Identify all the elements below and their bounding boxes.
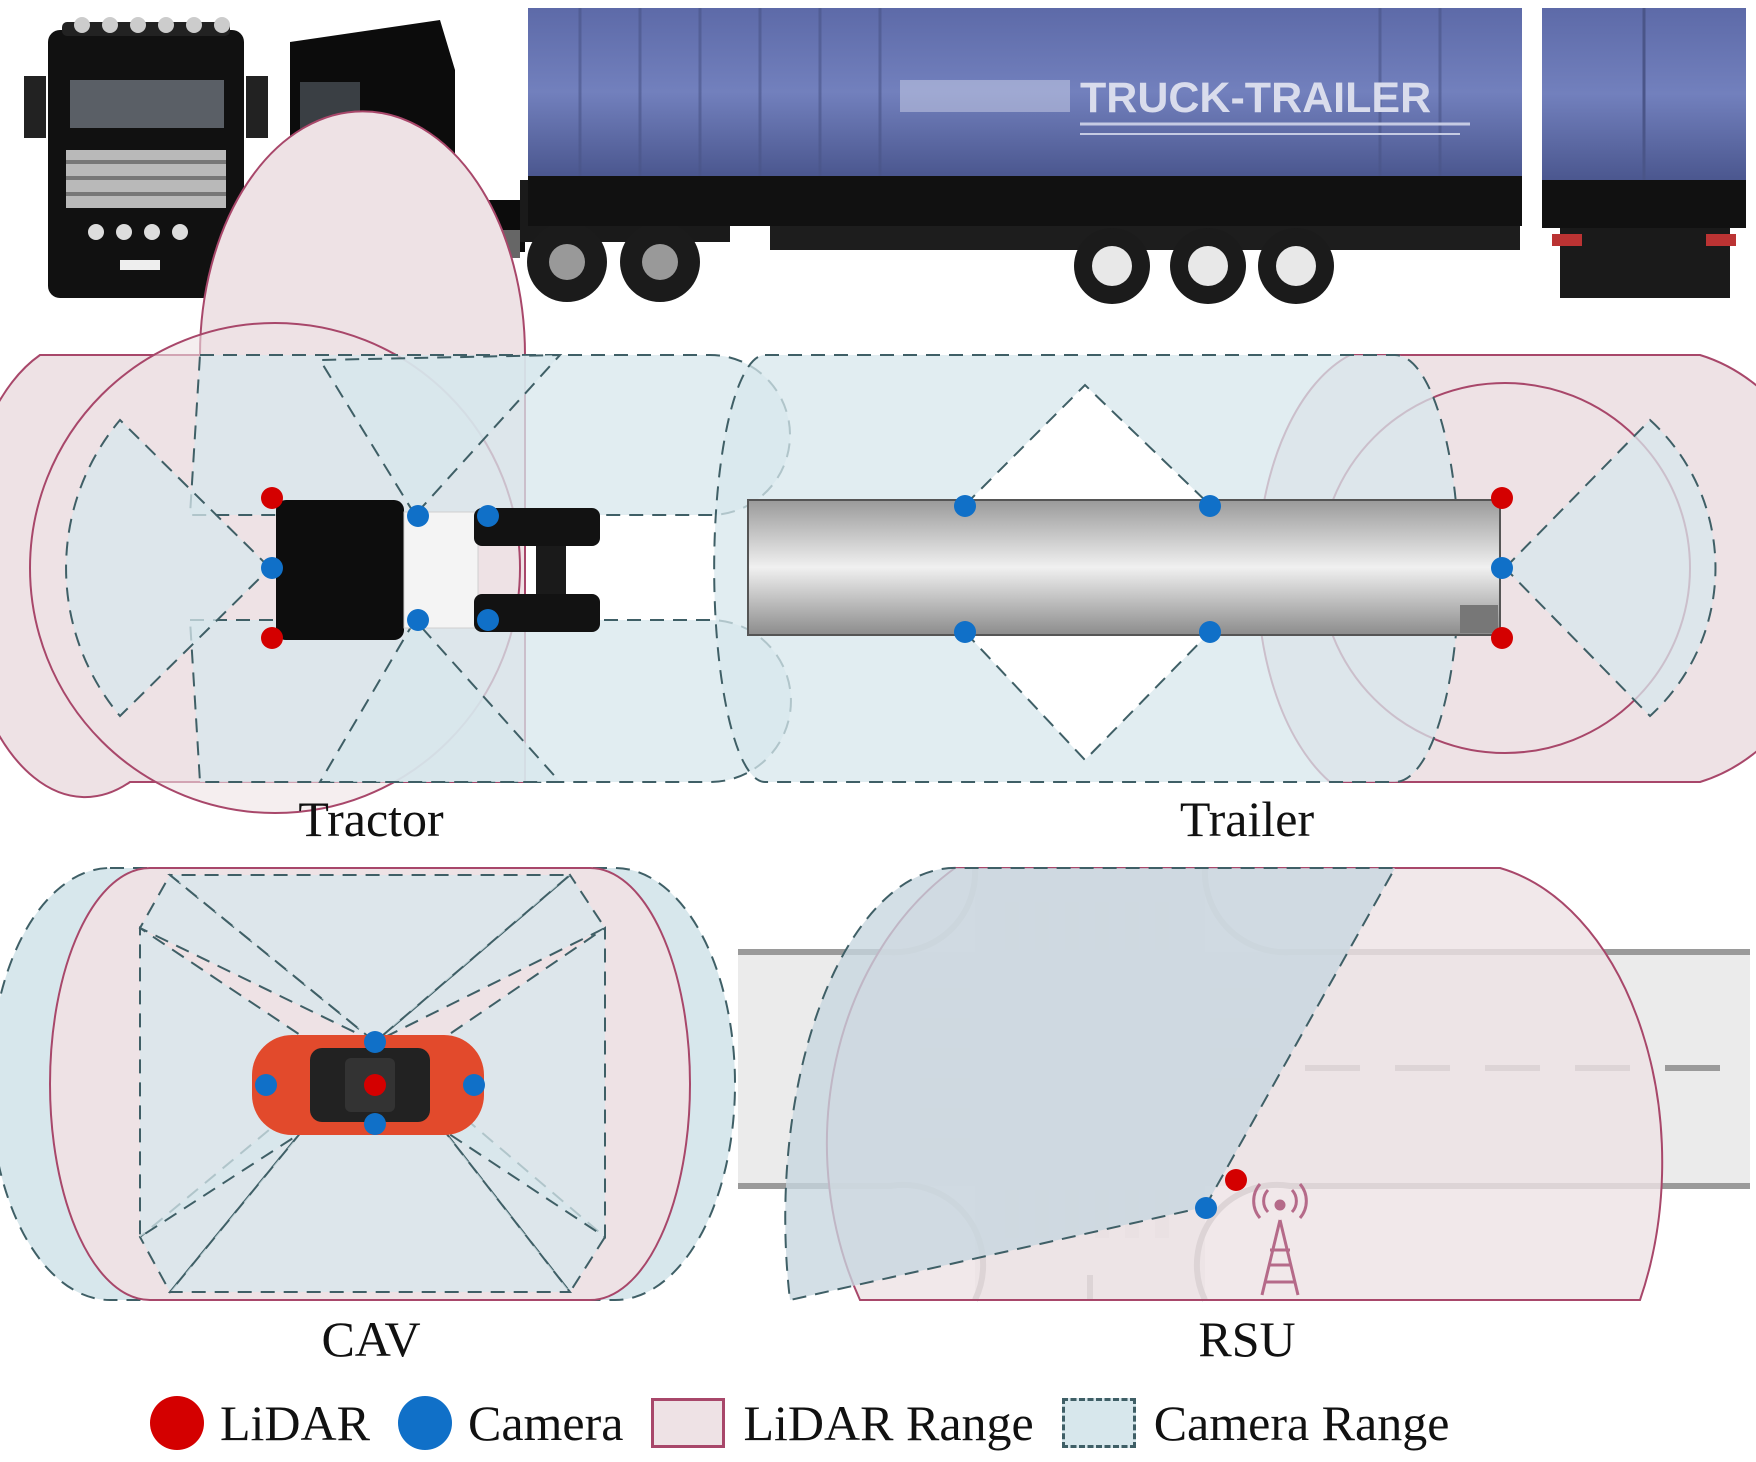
tractor-camera-range xyxy=(65,353,792,783)
legend: LiDAR Camera LiDAR Range Camera Range xyxy=(150,1388,1477,1458)
trailer-camera-left-rear xyxy=(1199,495,1221,517)
rsu-caption: RSU xyxy=(1198,1311,1296,1367)
tractor-panel xyxy=(0,110,792,814)
cav-lidar-roof xyxy=(364,1074,386,1096)
tractor-camera-right-2 xyxy=(477,609,499,631)
tractor-camera-left-2 xyxy=(477,505,499,527)
trailer-lidar-rear-right xyxy=(1491,627,1513,649)
legend-lidar-range-label: LiDAR Range xyxy=(743,1395,1034,1451)
cav-camera-front xyxy=(364,1031,386,1053)
lidar-range-swatch-icon xyxy=(651,1398,726,1448)
legend-camera-range: Camera Range xyxy=(1061,1394,1450,1452)
tractor-camera-right-1 xyxy=(407,609,429,631)
trailer-panel xyxy=(713,354,1756,783)
tractor-lidar-front-left xyxy=(261,487,283,509)
rsu-lidar xyxy=(1225,1169,1247,1191)
lidar-dot-icon xyxy=(150,1396,204,1450)
tractor-caption: Tractor xyxy=(298,791,444,847)
tractor-camera-front xyxy=(261,557,283,579)
legend-lidar: LiDAR xyxy=(150,1394,370,1452)
truck-front-view xyxy=(24,17,268,298)
trailer-lidar-rear-left xyxy=(1491,487,1513,509)
trailer-top-view xyxy=(747,499,1501,636)
cav-camera-rear xyxy=(364,1113,386,1135)
cav-camera-left xyxy=(255,1074,277,1096)
tractor-camera-left-1 xyxy=(407,505,429,527)
legend-camera: Camera xyxy=(398,1394,623,1452)
trailer-caption: Trailer xyxy=(1179,791,1315,847)
container-rear-view xyxy=(1542,8,1746,298)
rsu-camera xyxy=(1195,1197,1217,1219)
legend-lidar-range: LiDAR Range xyxy=(651,1394,1034,1452)
camera-dot-icon xyxy=(398,1396,452,1450)
trailer-camera-right-rear xyxy=(1199,621,1221,643)
container-side-view: TRUCK-TRAILER xyxy=(528,8,1522,304)
cav-panel xyxy=(0,867,736,1301)
legend-lidar-label: LiDAR xyxy=(220,1395,370,1451)
camera-range-swatch-icon xyxy=(1061,1398,1136,1448)
rsu-panel xyxy=(738,866,1750,1302)
trailer-camera-rear xyxy=(1491,557,1513,579)
cav-caption: CAV xyxy=(321,1311,421,1367)
legend-camera-range-label: Camera Range xyxy=(1153,1395,1450,1451)
cav-camera-right xyxy=(463,1074,485,1096)
trailer-camera-left-front xyxy=(954,495,976,517)
container-logo-text: TRUCK-TRAILER xyxy=(1080,74,1431,122)
legend-camera-label: Camera xyxy=(468,1395,624,1451)
trailer-camera-right-front xyxy=(954,621,976,643)
rsu-tower-icon xyxy=(1252,1183,1308,1296)
tractor-lidar-front-right xyxy=(261,627,283,649)
rsu-camera-range xyxy=(784,866,1397,1302)
tractor-top-view xyxy=(276,500,600,640)
